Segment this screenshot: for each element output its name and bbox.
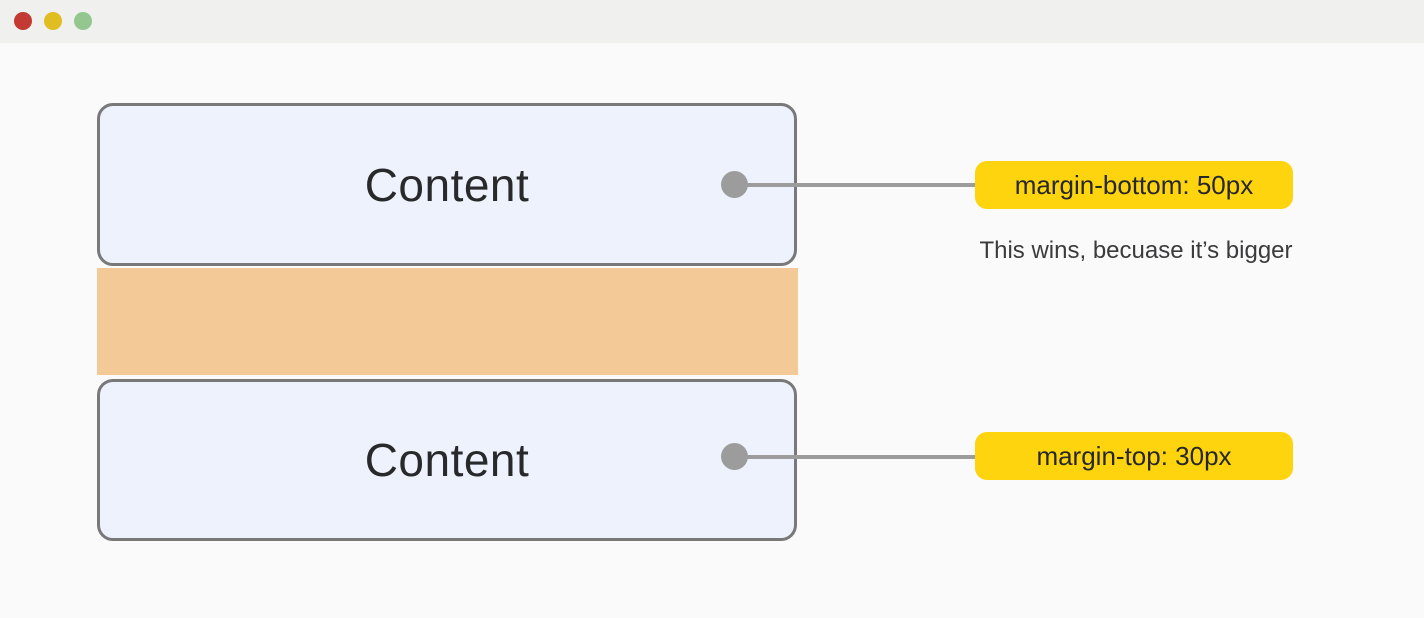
window-close-button[interactable] bbox=[14, 12, 32, 30]
window-minimize-button[interactable] bbox=[44, 12, 62, 30]
window-titlebar bbox=[0, 0, 1424, 43]
connector-line-margin-top bbox=[734, 455, 977, 459]
collapsed-margin-band bbox=[97, 268, 798, 375]
window-maximize-button[interactable] bbox=[74, 12, 92, 30]
content-box-top-label: Content bbox=[364, 158, 530, 211]
connector-dot-margin-bottom bbox=[721, 171, 748, 198]
content-box-bottom-label: Content bbox=[364, 434, 530, 486]
margin-bottom-badge: margin-bottom: 50px bbox=[975, 161, 1293, 209]
margin-winner-note: This wins, becuase it’s bigger bbox=[979, 237, 1293, 264]
content-box-top: Content bbox=[97, 103, 797, 266]
connector-dot-margin-top bbox=[721, 443, 748, 470]
connector-line-margin-bottom bbox=[734, 183, 977, 187]
content-box-bottom: Content bbox=[97, 379, 797, 541]
margin-top-badge: margin-top: 30px bbox=[975, 432, 1293, 480]
